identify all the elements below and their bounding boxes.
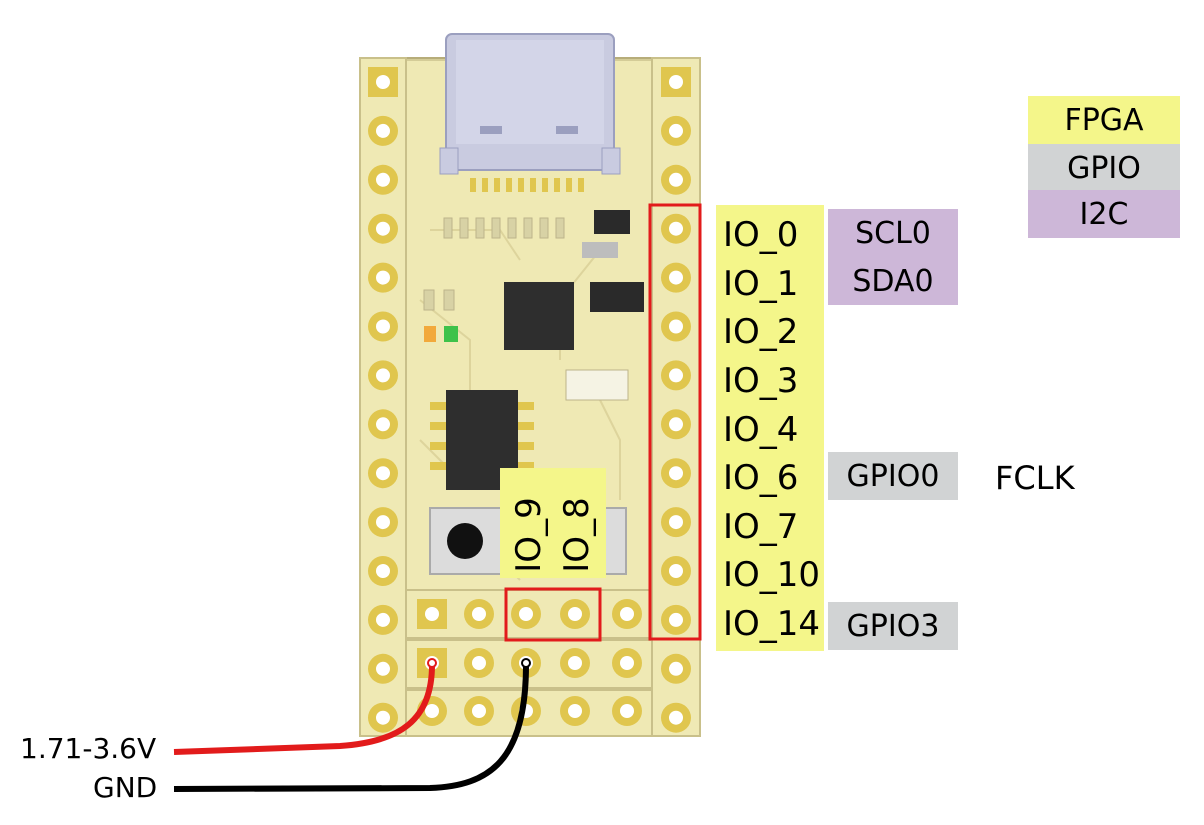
left-pad-hole	[376, 319, 390, 334]
right-pad-hole	[669, 710, 683, 725]
bottom-pin-label-io8: IO_8	[557, 497, 597, 573]
right-pad-hole	[669, 221, 683, 236]
left-pad-hole	[376, 564, 390, 578]
legend-gpio-label: GPIO	[1067, 150, 1141, 186]
func-gpio0-label: GPIO0	[846, 458, 940, 494]
right-pad-hole	[669, 612, 683, 627]
led-green	[444, 326, 458, 342]
bottom-pad-hole	[472, 704, 486, 718]
legend-fpga: FPGA	[1028, 96, 1180, 144]
pin-label-io7: IO_7	[723, 507, 799, 547]
legend-gpio: GPIO	[1028, 144, 1180, 192]
func-scl0: SCL0	[828, 209, 958, 257]
left-pad-hole	[376, 417, 390, 432]
right-pad-hole	[669, 270, 683, 285]
bottom-pad-hole	[620, 704, 634, 718]
left-pad-hole	[376, 710, 390, 725]
func-gpio3: GPIO3	[828, 602, 958, 650]
left-pad-hole	[376, 661, 390, 676]
left-pad-hole	[376, 515, 390, 530]
right-pad-hole	[669, 75, 683, 89]
bottom-pin-label-box	[500, 468, 606, 578]
bottom-pins-highlight	[504, 587, 602, 642]
gnd-label: GND	[93, 771, 158, 804]
left-pad-hole	[376, 466, 390, 481]
right-pad-hole	[669, 368, 683, 383]
func-fclk: FCLK	[995, 459, 1075, 497]
fpga-pin-column	[716, 205, 824, 651]
small-ic-2	[582, 242, 618, 258]
bottom-pad-hole	[472, 607, 486, 621]
legend-i2c-label: I2C	[1079, 196, 1129, 232]
bottom-pin-label-io9: IO_9	[509, 497, 549, 573]
right-pad-hole	[669, 417, 683, 432]
left-pad-hole	[376, 368, 390, 383]
left-pad-hole	[376, 123, 390, 138]
left-pad-hole	[376, 172, 390, 187]
right-column-pads	[661, 67, 691, 733]
func-scl0-label: SCL0	[855, 215, 931, 251]
pin-label-io10: IO_10	[723, 555, 821, 595]
func-sda0: SDA0	[828, 257, 958, 305]
vcc-label: 1.71-3.6V	[20, 732, 157, 765]
resistor-array	[443, 217, 565, 239]
func-gpio3-label: GPIO3	[846, 608, 940, 644]
bottom-pad-hole	[620, 607, 634, 621]
pin-label-io14: IO_14	[723, 604, 821, 644]
right-pad-hole	[669, 123, 683, 138]
right-pad-hole	[669, 466, 683, 481]
led-orange	[424, 326, 436, 342]
right-pad-hole	[669, 515, 683, 530]
bottom-pad-hole	[425, 704, 439, 718]
pin-label-io4: IO_4	[723, 410, 799, 450]
left-column-pads	[368, 67, 398, 733]
main-ic	[504, 282, 574, 350]
left-pad-hole	[376, 270, 390, 285]
bottom-pad-hole	[620, 656, 634, 670]
func-sda0-label: SDA0	[852, 263, 934, 299]
pin-label-io3: IO_3	[723, 361, 799, 401]
crystal	[590, 282, 644, 312]
func-gpio0: GPIO0	[828, 452, 958, 500]
bottom-pad-hole	[519, 607, 533, 621]
right-pad-hole	[669, 661, 683, 676]
right-pad-hole	[669, 564, 683, 578]
vcc-wire	[173, 664, 435, 755]
right-pad-hole	[669, 172, 683, 187]
pin-label-io6: IO_6	[723, 458, 799, 498]
left-pad-hole	[376, 75, 390, 89]
pin-label-io1: IO_1	[723, 264, 799, 304]
bottom-pad-hole	[568, 607, 582, 621]
gnd-wire	[173, 664, 529, 792]
bottom-pad-hole	[568, 656, 582, 670]
gnd-wire-end	[521, 658, 531, 668]
vcc-wire-end	[427, 658, 437, 668]
small-ic-1	[594, 210, 630, 234]
usb-c-connector	[439, 33, 621, 192]
bottom-pad-hole	[568, 704, 582, 718]
pin-label-io2: IO_2	[723, 312, 799, 352]
bottom-pad-hole	[472, 656, 486, 670]
pin-label-io0: IO_0	[723, 215, 799, 255]
bottom-pad-hole	[425, 607, 439, 621]
right-pins-highlight	[648, 203, 702, 641]
legend-i2c: I2C	[1028, 190, 1180, 238]
left-pad-hole	[376, 221, 390, 236]
oscillator	[565, 369, 629, 401]
legend-fpga-label: FPGA	[1064, 102, 1144, 138]
left-pad-hole	[376, 612, 390, 627]
right-pad-hole	[669, 319, 683, 334]
